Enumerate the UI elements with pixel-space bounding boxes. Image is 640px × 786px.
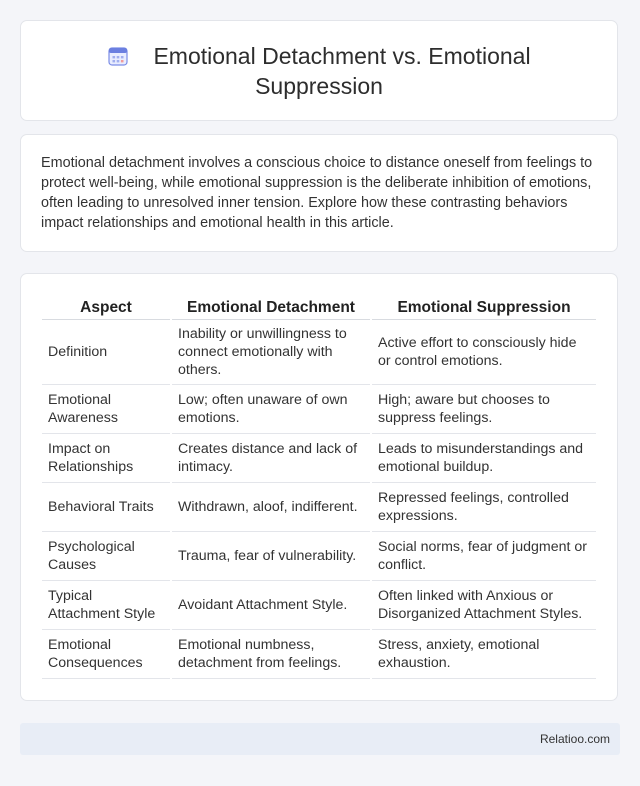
row-suppression: Often linked with Anxious or Disorganize… bbox=[372, 581, 596, 630]
row-aspect: Psychological Causes bbox=[42, 532, 170, 581]
row-suppression: High; aware but chooses to suppress feel… bbox=[372, 385, 596, 434]
row-aspect: Behavioral Traits bbox=[42, 483, 170, 532]
table-row: Emotional Consequences Emotional numbnes… bbox=[42, 630, 596, 679]
row-suppression: Stress, anxiety, emotional exhaustion. bbox=[372, 630, 596, 679]
intro-paragraph: Emotional detachment involves a consciou… bbox=[41, 155, 593, 231]
footer-brand[interactable]: Relatioo.com bbox=[539, 732, 610, 746]
table-header-row: Aspect Emotional Detachment Emotional Su… bbox=[42, 296, 596, 320]
row-detachment: Creates distance and lack of intimacy. bbox=[172, 434, 370, 483]
table-row: Behavioral Traits Withdrawn, aloof, indi… bbox=[42, 483, 596, 532]
page-title: Emotional Detachment vs. Emotional Suppr… bbox=[59, 41, 579, 101]
title-card: Emotional Detachment vs. Emotional Suppr… bbox=[20, 20, 618, 121]
row-suppression: Leads to misunderstandings and emotional… bbox=[372, 434, 596, 483]
row-detachment: Inability or unwillingness to connect em… bbox=[172, 320, 370, 385]
footer-bar: Relatioo.com bbox=[20, 723, 620, 755]
row-aspect: Typical Attachment Style bbox=[42, 581, 170, 630]
row-detachment: Emotional numbness, detachment from feel… bbox=[172, 630, 370, 679]
comparison-table: Aspect Emotional Detachment Emotional Su… bbox=[40, 296, 598, 679]
table-row: Typical Attachment Style Avoidant Attach… bbox=[42, 581, 596, 630]
table-row: Psychological Causes Trauma, fear of vul… bbox=[42, 532, 596, 581]
comparison-table-card: Aspect Emotional Detachment Emotional Su… bbox=[20, 273, 618, 701]
table-row: Emotional Awareness Low; often unaware o… bbox=[42, 385, 596, 434]
row-detachment: Avoidant Attachment Style. bbox=[172, 581, 370, 630]
row-suppression: Social norms, fear of judgment or confli… bbox=[372, 532, 596, 581]
table-row: Definition Inability or unwillingness to… bbox=[42, 320, 596, 385]
row-detachment: Low; often unaware of own emotions. bbox=[172, 385, 370, 434]
row-aspect: Impact on Relationships bbox=[42, 434, 170, 483]
row-suppression: Active effort to consciously hide or con… bbox=[372, 320, 596, 385]
row-detachment: Withdrawn, aloof, indifferent. bbox=[172, 483, 370, 532]
column-header-suppression: Emotional Suppression bbox=[372, 296, 596, 320]
row-aspect: Emotional Consequences bbox=[42, 630, 170, 679]
column-header-detachment: Emotional Detachment bbox=[172, 296, 370, 320]
calendar-icon bbox=[108, 46, 129, 66]
intro-card: Emotional detachment involves a consciou… bbox=[20, 134, 618, 252]
page-title-text: Emotional Detachment vs. Emotional Suppr… bbox=[153, 42, 531, 99]
row-aspect: Definition bbox=[42, 320, 170, 385]
row-detachment: Trauma, fear of vulnerability. bbox=[172, 532, 370, 581]
column-header-aspect: Aspect bbox=[42, 296, 170, 320]
row-suppression: Repressed feelings, controlled expressio… bbox=[372, 483, 596, 532]
table-row: Impact on Relationships Creates distance… bbox=[42, 434, 596, 483]
row-aspect: Emotional Awareness bbox=[42, 385, 170, 434]
